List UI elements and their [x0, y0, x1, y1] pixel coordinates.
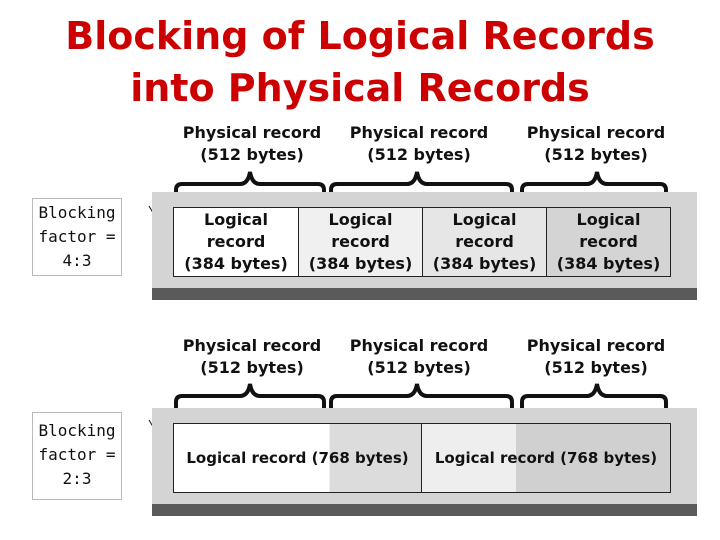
blocking-factor-box: Blocking factor = 2:3 — [32, 412, 122, 500]
physical-record-label: Physical record (512 bytes) — [182, 123, 322, 164]
logical-record: Logical record (384 bytes) — [173, 207, 299, 277]
physical-record-brace — [329, 383, 514, 416]
physical-record-label: Physical record (512 bytes) — [349, 123, 489, 164]
logical-record: Logical record (384 bytes) — [422, 207, 547, 277]
logical-record: Logical record (768 bytes) — [173, 423, 422, 493]
page-title-line1: Blocking of Logical Records — [65, 14, 655, 58]
physical-record-label: Physical record (512 bytes) — [526, 336, 666, 377]
physical-record-brace — [174, 383, 326, 416]
track-floor — [152, 504, 697, 516]
logical-record: Logical record (768 bytes) — [421, 423, 671, 493]
logical-record: Logical record (384 bytes) — [546, 207, 671, 277]
blocking-factor-box: Blocking factor = 4:3 — [32, 198, 122, 276]
logical-record: Logical record (384 bytes) — [298, 207, 423, 277]
physical-record-brace — [329, 171, 514, 204]
physical-record-label: Physical record (512 bytes) — [349, 336, 489, 377]
physical-record-label: Physical record (512 bytes) — [526, 123, 666, 164]
page-title-line2: into Physical Records — [130, 66, 590, 110]
physical-record-brace — [520, 383, 668, 416]
physical-record-brace — [520, 171, 668, 204]
physical-record-brace — [174, 171, 326, 204]
physical-record-label: Physical record (512 bytes) — [182, 336, 322, 377]
track-floor — [152, 288, 697, 300]
